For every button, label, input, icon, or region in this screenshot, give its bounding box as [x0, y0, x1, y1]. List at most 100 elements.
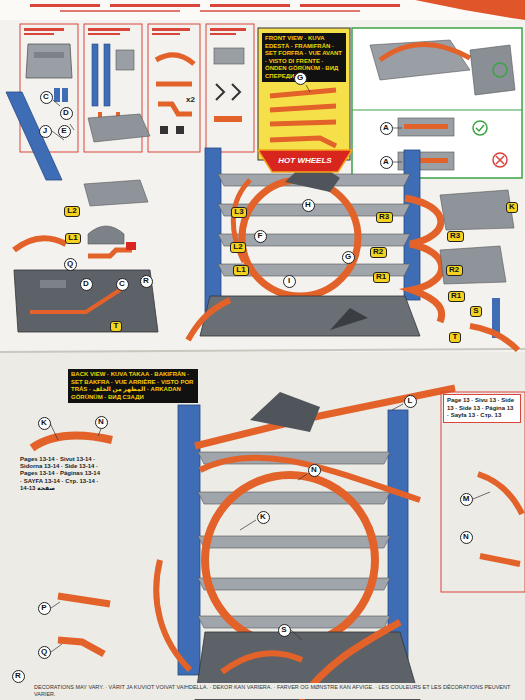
quantity: x2: [186, 95, 195, 104]
green-panel: [370, 40, 470, 80]
back-view-parts: [32, 436, 112, 449]
small-parts: [104, 44, 110, 106]
panel-headers: [210, 33, 236, 35]
panel-headers: [24, 28, 246, 35]
part-letter: G: [297, 74, 303, 82]
green-panel: [352, 110, 522, 111]
header-band: [415, 0, 525, 20]
leader-line: [70, 124, 74, 130]
back-view-parts: [32, 392, 525, 654]
page-reference: Pages 13-14 · Sivut 13-14 · Sidorna 13-1…: [20, 456, 102, 492]
part-letter: S: [473, 307, 478, 315]
brand-logo: HOT WHEELS: [278, 156, 331, 165]
part-letter-tag: R2: [446, 265, 463, 276]
part-letter-circle: R: [12, 670, 25, 683]
part-letter: C: [43, 93, 49, 101]
part-letter: R3: [450, 232, 460, 240]
leader-line: [393, 162, 402, 163]
part-letter: R: [143, 277, 149, 285]
green-panel: [352, 28, 522, 178]
part-letter-tag: L3: [231, 207, 247, 218]
part-letter: I: [288, 277, 290, 285]
back-view-tower: [156, 388, 455, 700]
header-band: [30, 4, 100, 7]
part-letter: D: [83, 280, 89, 288]
back-view-tower: [195, 388, 455, 446]
part-letter-tag: R1: [448, 291, 465, 302]
left-column-parts: [30, 286, 126, 312]
part-letter: L3: [234, 208, 243, 216]
yellow-panel: [258, 28, 350, 160]
parts-panels: [206, 24, 254, 152]
back-view-parts: [58, 596, 110, 604]
part-letter: N: [463, 533, 469, 541]
back-view-tower: [200, 458, 420, 500]
front-view-tower: [405, 198, 442, 322]
right-column-parts: [440, 190, 514, 230]
left-column-parts: [88, 226, 124, 244]
part-letter-circle: N: [308, 464, 321, 477]
part-letter: J: [43, 127, 47, 135]
part-letter: Q: [67, 260, 73, 268]
left-column-parts: [14, 270, 158, 332]
part-letter-circle: N: [95, 416, 108, 429]
part-letter-circle: Q: [64, 258, 77, 271]
small-parts: [54, 88, 60, 102]
yellow-panel: [270, 138, 336, 146]
right-column-parts: [440, 190, 518, 350]
back-view-tower: [156, 560, 190, 670]
front-view-tower: [188, 300, 230, 340]
leader-line: [240, 520, 256, 530]
leader-line: [298, 474, 307, 480]
green-panel: [493, 63, 507, 77]
part-letter: R1: [451, 292, 461, 300]
small-parts: [214, 48, 244, 64]
part-letter-circle: L: [404, 395, 417, 408]
part-letter-circle: H: [302, 199, 315, 212]
right-column-parts: [440, 246, 506, 284]
page-reference: Page 13 · Sivu 13 · Side 13 · Side 13 · …: [447, 397, 517, 420]
part-letter: N: [98, 418, 104, 426]
green-panel: [493, 153, 507, 167]
left-column-parts: [88, 114, 150, 142]
front-view-tower: [200, 296, 420, 336]
small-parts: [156, 55, 194, 64]
part-letter: S: [281, 626, 286, 634]
part-letter: H: [305, 201, 311, 209]
view-title: BACK VIEW · KUVA TAKAA · BAKIFRÅN · SET …: [71, 371, 195, 401]
part-letter: R: [15, 672, 21, 680]
panel-headers: [88, 28, 130, 31]
small-parts: [214, 116, 242, 122]
yellow-panel: [258, 28, 350, 160]
back-view-parts: [441, 392, 525, 592]
header-band: [0, 0, 525, 20]
front-view-tower: [233, 180, 250, 262]
leader-line: [50, 85, 490, 652]
paper: [0, 349, 525, 352]
small-parts: [62, 88, 68, 102]
green-panel: [496, 156, 504, 164]
header-band: [200, 10, 360, 12]
green-panel: [398, 118, 454, 136]
part-letter: K: [41, 419, 47, 427]
leader-line: [473, 492, 490, 499]
part-letter-circle: G: [342, 251, 355, 264]
panel-headers: [88, 33, 120, 35]
green-panel: [380, 44, 470, 60]
part-letter: G: [345, 253, 351, 261]
small-parts: [176, 126, 184, 134]
part-letter-circle: I: [283, 275, 296, 288]
front-view-tower: [188, 148, 442, 340]
yellow-panel: [270, 122, 336, 124]
back-view-parts: [58, 640, 104, 654]
part-letter: C: [119, 280, 125, 288]
part-letter: L: [408, 397, 413, 405]
green-panel: [404, 124, 448, 129]
part-letter: A: [383, 124, 389, 132]
part-letter: L1: [68, 234, 77, 242]
part-letter-tag: R3: [447, 231, 464, 242]
part-letter-tag: S: [470, 306, 482, 317]
part-letter-circle: C: [40, 91, 53, 104]
